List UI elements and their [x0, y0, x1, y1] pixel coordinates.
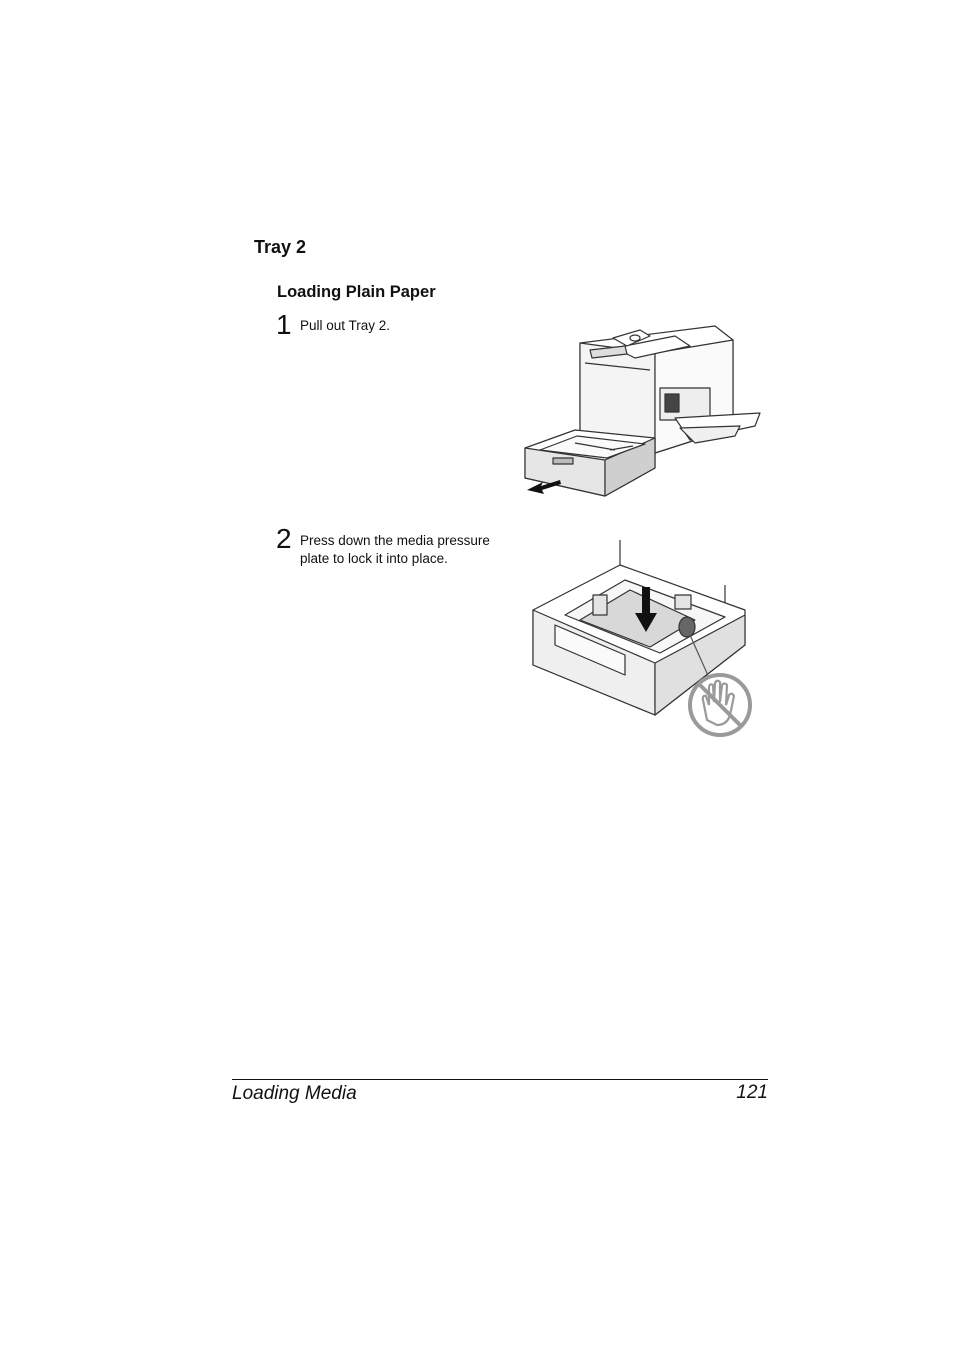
step-1-text: Pull out Tray 2.	[300, 318, 391, 333]
step-1-number: 1	[276, 309, 292, 340]
footer-chapter-title: Loading Media	[232, 1083, 357, 1104]
subsection-title: Loading Plain Paper	[277, 283, 436, 301]
printer-tray-pull-illustration	[524, 325, 761, 497]
footer-page-number: 121	[736, 1082, 768, 1103]
section-title: Tray 2	[254, 237, 307, 257]
footer-rule	[232, 1079, 768, 1080]
media-pressure-plate-illustration	[532, 540, 752, 737]
step-2-text: Press down the media pressure plate to l…	[300, 533, 490, 566]
no-touch-hand-icon	[688, 673, 752, 737]
step-2-number: 2	[276, 523, 292, 554]
